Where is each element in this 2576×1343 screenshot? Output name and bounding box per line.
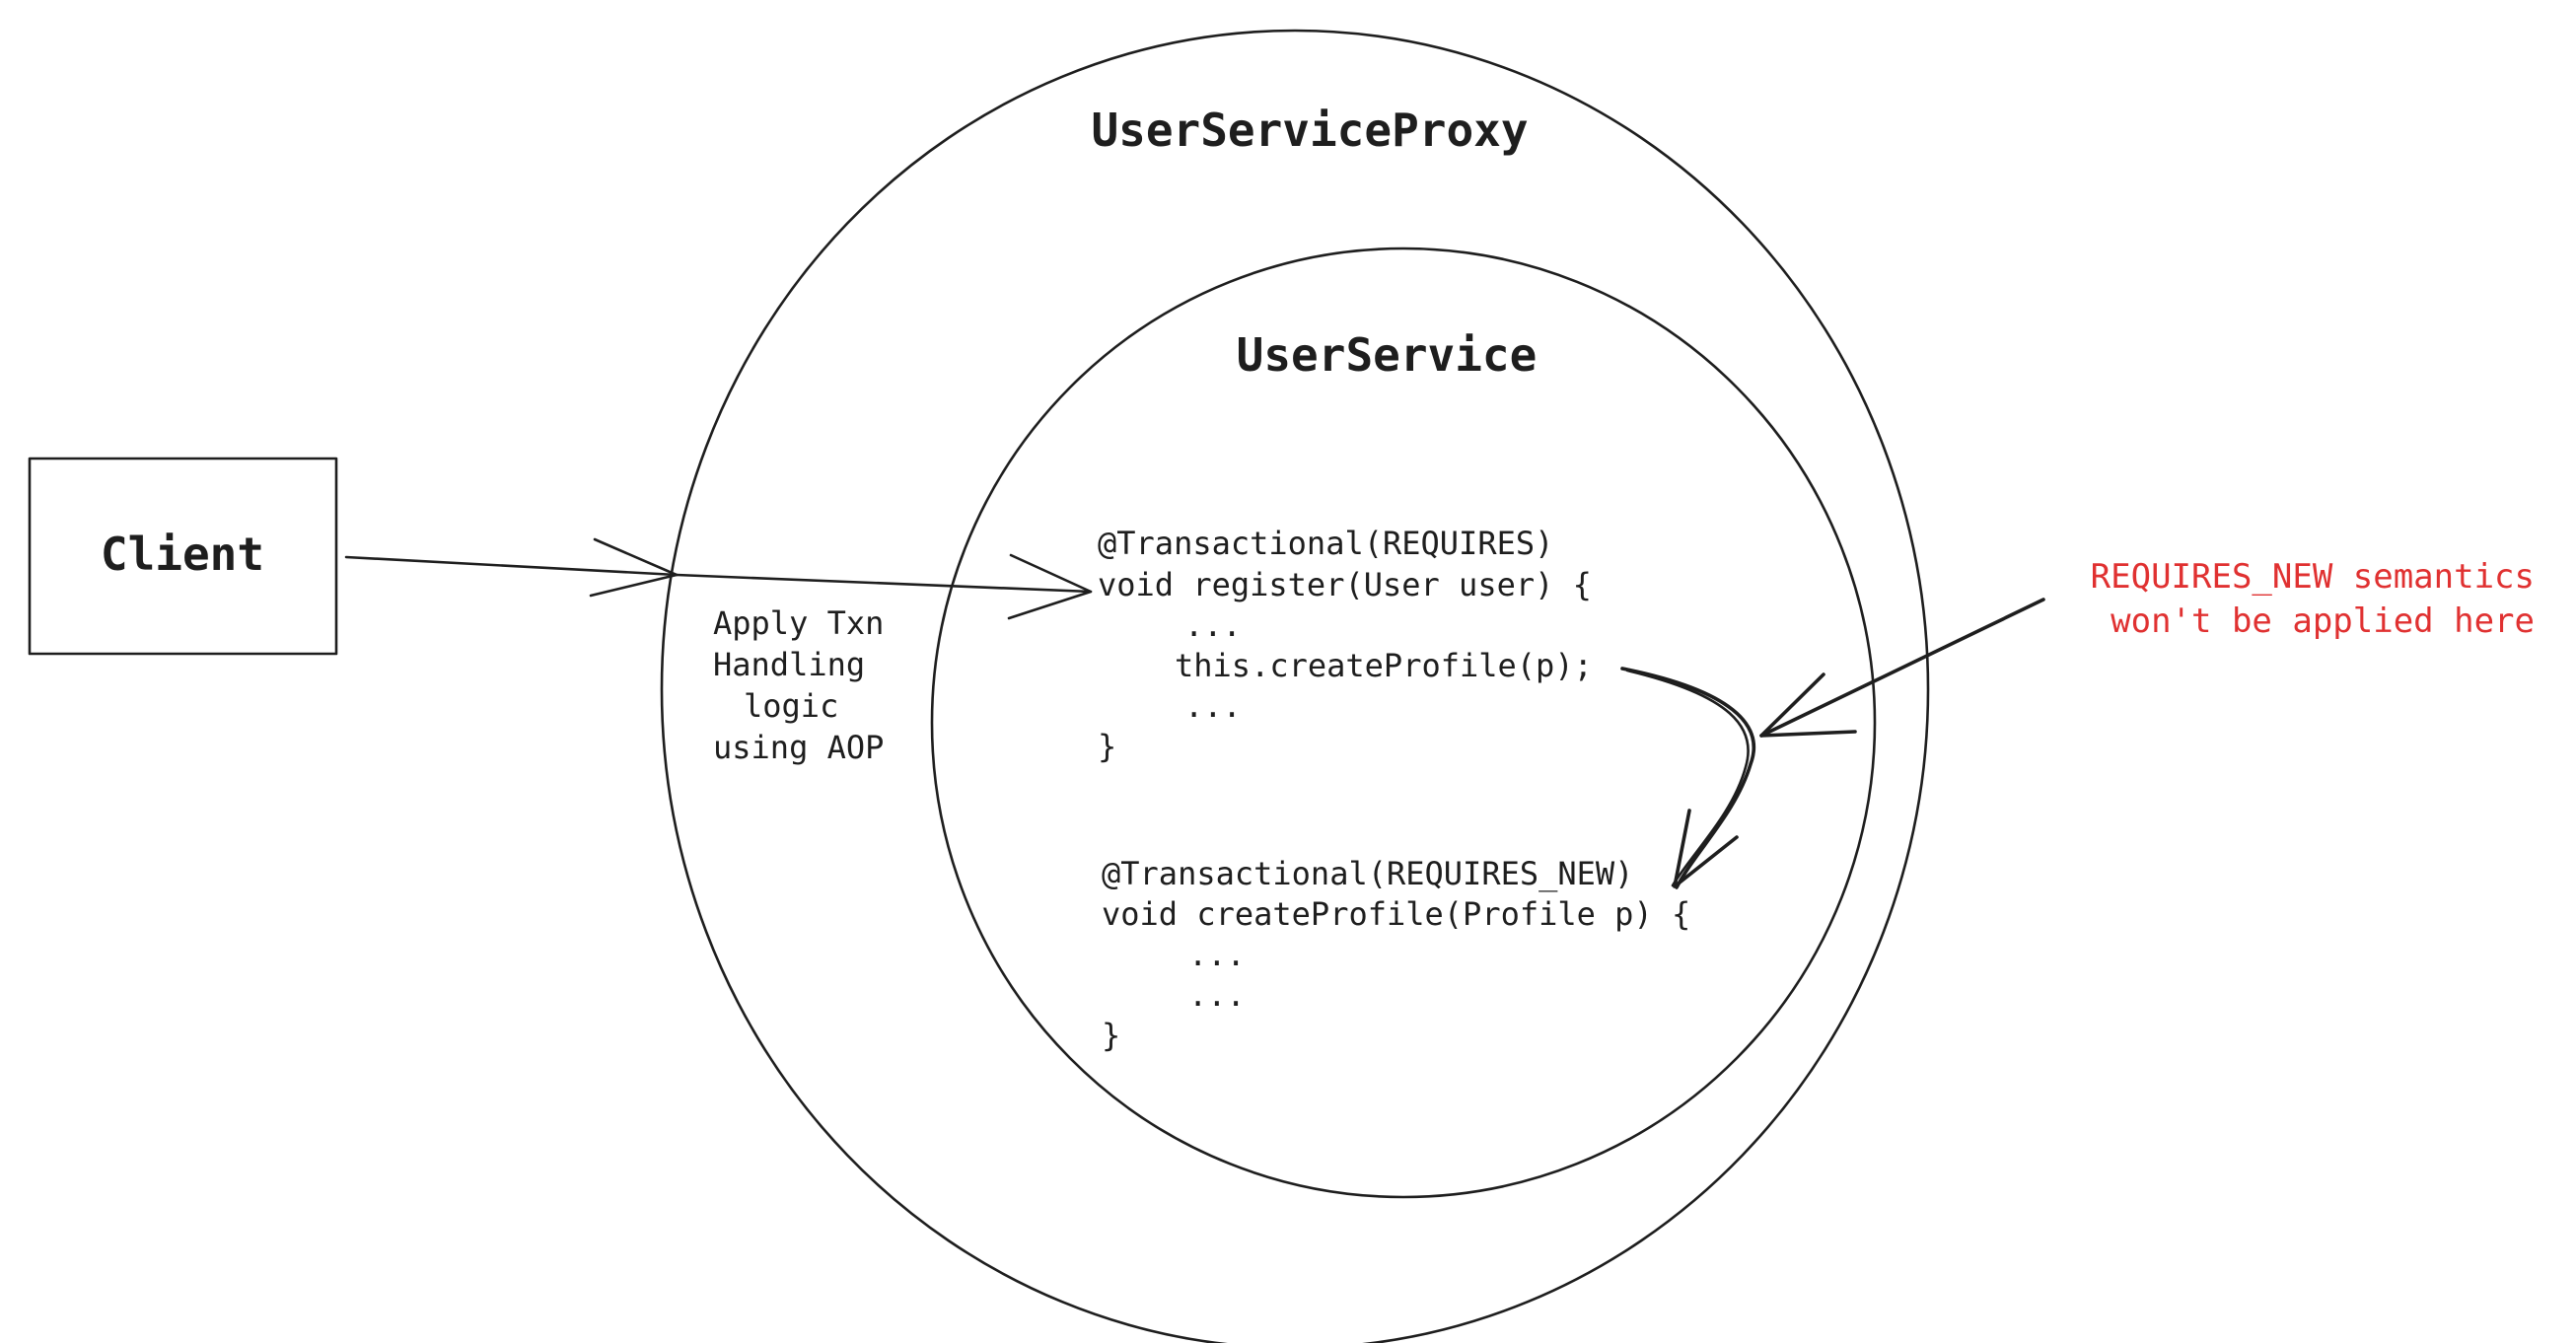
proxy-circle xyxy=(660,29,1930,1343)
profile-code-line: ... xyxy=(1188,976,1246,1014)
annotation-note: REQUIRES_NEW semantics won't be applied … xyxy=(2091,557,2535,641)
client-label: Client xyxy=(101,528,264,581)
profile-code-line: ... xyxy=(1188,936,1246,973)
aop-note: Apply Txn Handling logic using AOP xyxy=(713,604,884,766)
proxy-title: UserServiceProxy xyxy=(1091,104,1528,157)
register-code-line: this.createProfile(p); xyxy=(1175,647,1593,684)
register-code-block: @Transactional(REQUIRES) void register(U… xyxy=(1098,525,1593,765)
register-code-line: } xyxy=(1098,728,1116,765)
register-code-line: ... xyxy=(1184,606,1242,644)
self-invocation-arrow xyxy=(1620,667,1756,889)
aop-note-line-2: Handling xyxy=(713,646,865,683)
register-code-line: void register(User user) { xyxy=(1098,566,1592,603)
register-code-line: @Transactional(REQUIRES) xyxy=(1098,525,1553,562)
profile-code-line: @Transactional(REQUIRES_NEW) xyxy=(1102,855,1633,892)
aop-note-line-3: logic xyxy=(744,687,838,725)
proxy-to-register-arrow xyxy=(675,553,1093,620)
client-to-proxy-arrow xyxy=(344,537,679,598)
profile-code-line: void createProfile(Profile p) { xyxy=(1102,895,1690,933)
annotation-arrow xyxy=(1759,598,2045,738)
annotation-line-1: REQUIRES_NEW semantics xyxy=(2091,557,2535,597)
service-circle xyxy=(930,247,1877,1199)
profile-code-line: } xyxy=(1102,1017,1120,1054)
aop-note-line-1: Apply Txn xyxy=(713,604,884,642)
client-box xyxy=(28,457,338,656)
annotation-line-2: won't be applied here xyxy=(2111,601,2535,641)
service-title: UserService xyxy=(1237,328,1538,382)
client-node[interactable]: Client xyxy=(28,457,338,656)
register-code-line: ... xyxy=(1184,687,1242,725)
aop-note-line-4: using AOP xyxy=(713,729,884,766)
create-profile-code-block: @Transactional(REQUIRES_NEW) void create… xyxy=(1102,855,1690,1054)
